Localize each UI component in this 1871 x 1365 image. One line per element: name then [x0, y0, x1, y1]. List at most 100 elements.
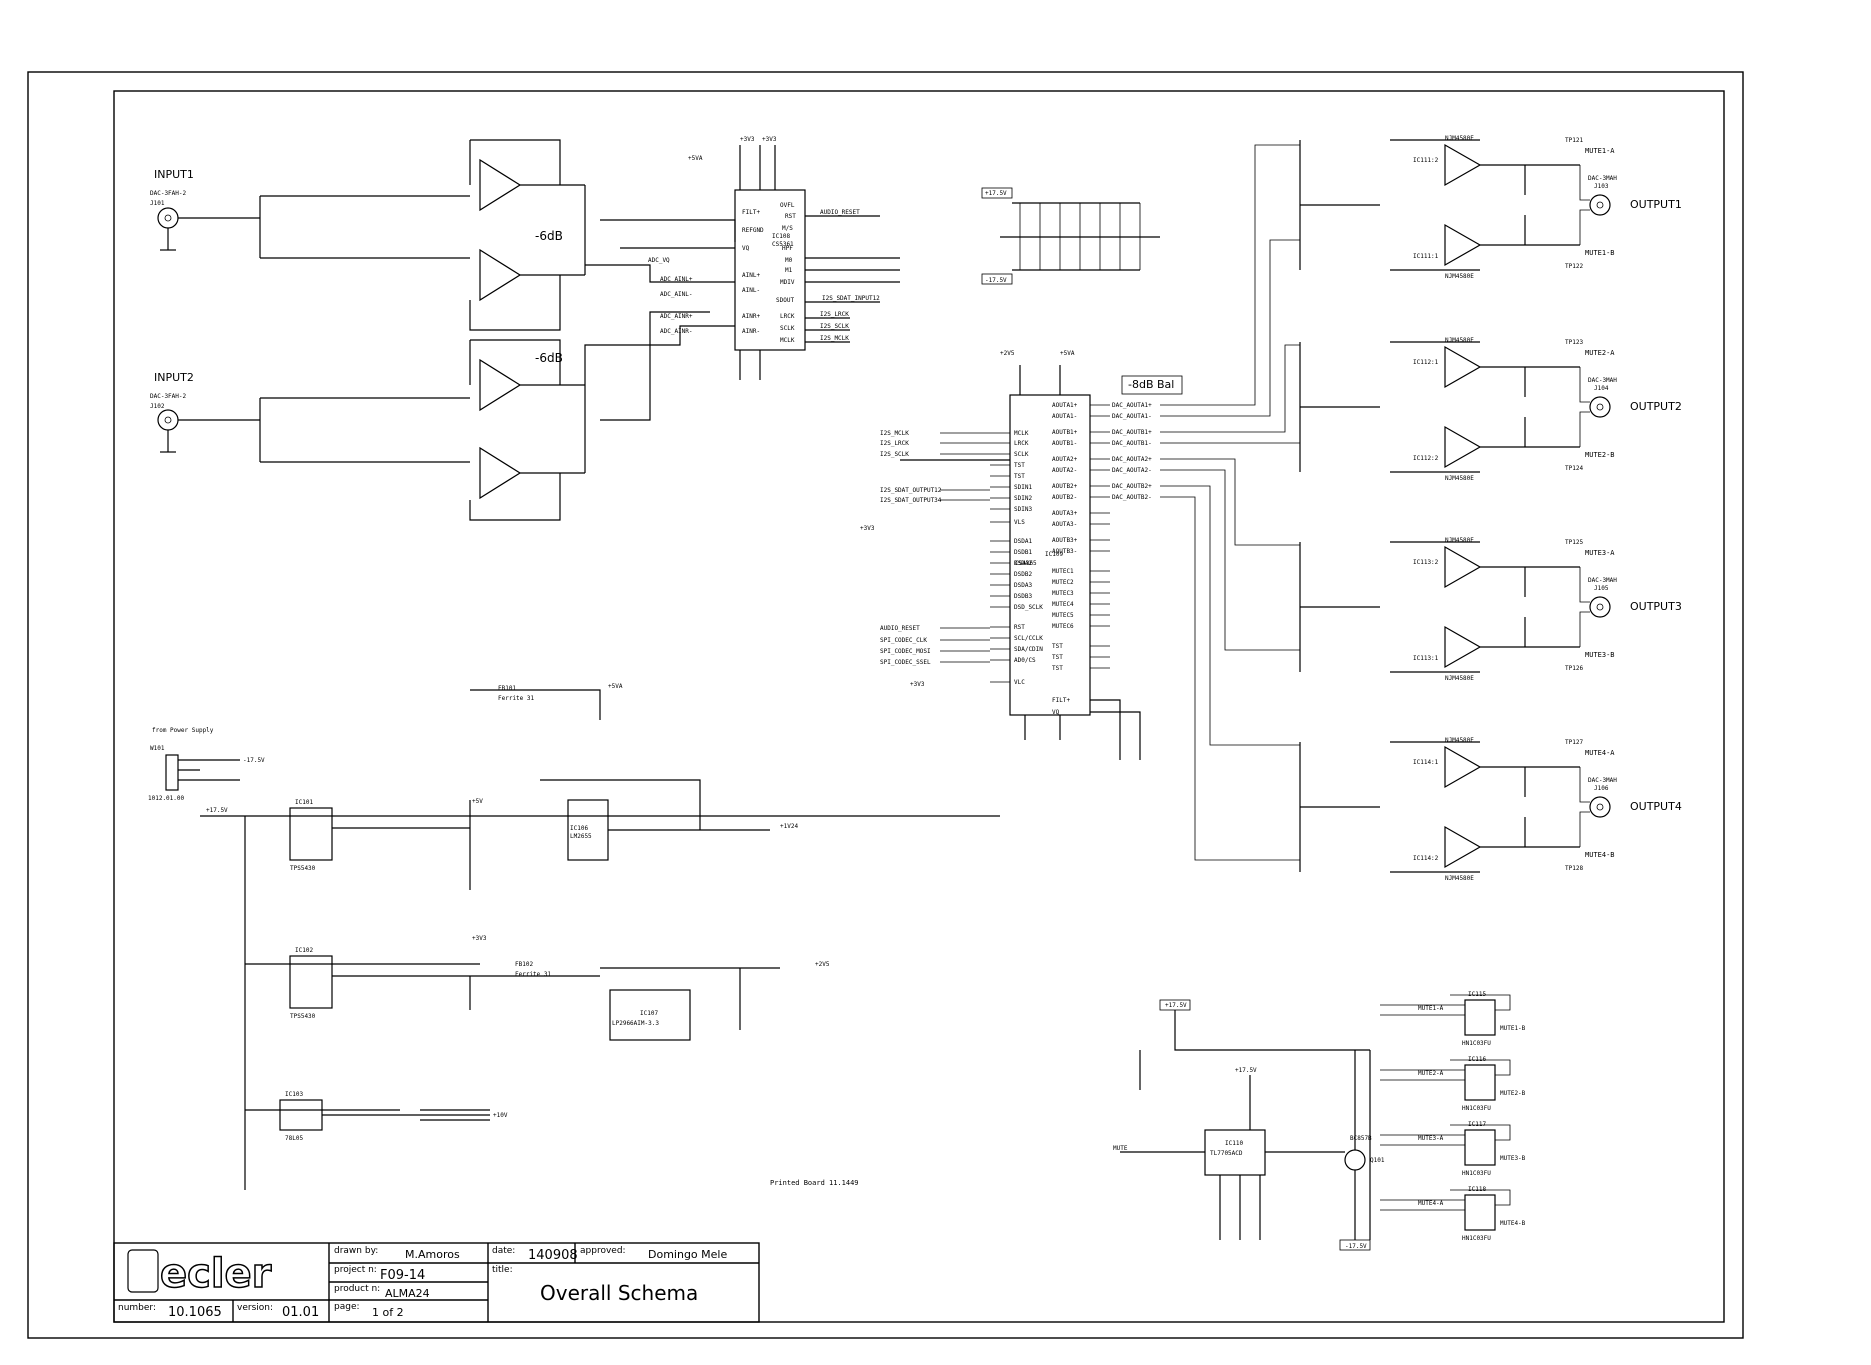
svg-text:IC103: IC103: [285, 1091, 303, 1098]
relay-body: [1464, 1194, 1496, 1231]
svg-text:M/S: M/S: [782, 225, 793, 232]
output-tp-b: TP122: [1565, 263, 1583, 270]
dac-right-pin: VQ: [1052, 709, 1060, 716]
opamp-b: [1444, 625, 1482, 669]
opamp-b: [1444, 425, 1482, 469]
opamp-a-ref: IC113:2: [1413, 559, 1439, 566]
output-xlr-symbol: [1589, 796, 1611, 818]
dac-left-net: I2S_SDAT_OUTPUT12: [880, 487, 942, 494]
svg-text:OVFL: OVFL: [780, 202, 795, 209]
rail-3v3: +3V3: [472, 935, 487, 942]
svg-text:LM2655: LM2655: [570, 833, 592, 840]
adc-ref: IC108: [772, 233, 790, 240]
output-conn-type: DAC-3MAH: [1588, 577, 1617, 584]
dac-right-pin: AOUTB3+: [1052, 537, 1078, 544]
dac-left-pin: DSDA1: [1014, 538, 1032, 545]
svg-text:REFGND: REFGND: [742, 227, 764, 234]
product: ALMA24: [385, 1287, 430, 1300]
svg-text:+3V3: +3V3: [860, 525, 875, 532]
dac-right-pin: AOUTA1+: [1052, 402, 1078, 409]
input2-conn-type: DAC-3FAH-2: [150, 393, 187, 400]
dac-left-pin: DSDB3: [1014, 593, 1032, 600]
decoupling-cap-bank: +17.5V -17.5V: [981, 187, 1160, 285]
output-stage-1: IC111:2IC111:1NJM4580ENJM4580EMUTE1-AMUT…: [1299, 135, 1682, 280]
input1-label: INPUT1: [154, 168, 194, 181]
svg-text:AINR-: AINR-: [742, 328, 760, 335]
dac-right-pin: MUTEC5: [1052, 612, 1074, 619]
adc-supply-2: +3V3: [762, 136, 777, 143]
svg-text:AINL+: AINL+: [742, 272, 760, 279]
svg-text:+17.5V: +17.5V: [985, 190, 1007, 197]
dac-left-pin: MCLK: [1014, 430, 1029, 437]
dac-left-pin: SCL/CCLK: [1014, 635, 1043, 642]
output-xlr-symbol: [1589, 194, 1611, 216]
opamp-b-ref: IC114:2: [1413, 855, 1439, 862]
dac-left-pin: SDA/CDIN: [1014, 646, 1043, 653]
output-conn-ref: J104: [1594, 385, 1609, 392]
page-label: page:: [334, 1302, 360, 1312]
adc-ic108: FILT+ REFGND VQ AINL+ AINL- AINR+ AINR- …: [688, 136, 900, 380]
opamp-b-part: NJM4580E: [1445, 675, 1474, 682]
relay-part: HN1C03FU: [1462, 1170, 1491, 1177]
svg-text:Q101: Q101: [1370, 1157, 1385, 1164]
mute-net: MUTE: [1113, 1145, 1128, 1152]
relay-mute-a: MUTE2-A: [1418, 1070, 1444, 1077]
relay-body: [1464, 1129, 1496, 1166]
dac-left-net: I2S_LRCK: [880, 440, 909, 447]
rail-pos: +17.5V: [206, 807, 228, 814]
power-connector-part: 1012.01.00: [148, 795, 185, 802]
net-i2s-sclk-adc: I2S_SCLK: [820, 323, 849, 330]
dac-right-net: DAC_AOUTA2+: [1112, 456, 1152, 463]
dac-left-pin: AD0/CS: [1014, 657, 1036, 664]
svg-text:BC857B: BC857B: [1350, 1135, 1372, 1142]
output-conn-ref: J103: [1594, 183, 1609, 190]
dac-left-net: AUDIO_RESET: [880, 625, 920, 632]
rail-neg: -17.5V: [243, 757, 265, 764]
opamp-b-part: NJM4580E: [1445, 273, 1474, 280]
svg-text:IC110: IC110: [1225, 1140, 1243, 1147]
svg-text:AINL-: AINL-: [742, 287, 760, 294]
svg-text:AINR+: AINR+: [742, 313, 760, 320]
bal-label: -8dB Bal: [1128, 378, 1174, 391]
relay-mute-a: MUTE3-A: [1418, 1135, 1444, 1142]
svg-text:VQ: VQ: [742, 245, 750, 252]
dac-right-pin: MUTEC4: [1052, 601, 1074, 608]
approved-label: approved:: [580, 1246, 626, 1256]
output-conn-type: DAC-3MAH: [1588, 377, 1617, 384]
svg-text:RST: RST: [785, 213, 796, 220]
svg-text:+2V5: +2V5: [1000, 350, 1015, 357]
dac-left-pin: TST: [1014, 462, 1025, 469]
opamp-a-part: NJM4580E: [1445, 737, 1474, 744]
dac-right-net: DAC_AOUTA2-: [1112, 467, 1152, 474]
dac-ic109: -8dB Bal IC109 CS4365 MCLKLRCKSCLKTSTTST…: [860, 144, 1301, 861]
output-mute-b: MUTE4-B: [1585, 851, 1615, 859]
dac-right-pin: AOUTB1+: [1052, 429, 1078, 436]
opamp-a: [1444, 745, 1482, 789]
opamp-b: [1444, 223, 1482, 267]
dac-left-net: I2S_MCLK: [880, 430, 909, 437]
output-stage-4: IC114:1IC114:2NJM4580ENJM4580EMUTE4-AMUT…: [1299, 737, 1682, 882]
svg-text:IC101: IC101: [295, 799, 313, 806]
rail-1v24: +1V24: [780, 823, 798, 830]
opamp-a-part: NJM4580E: [1445, 135, 1474, 142]
svg-text:M0: M0: [785, 257, 793, 264]
input1-conn-ref: J101: [150, 200, 165, 207]
dac-right-pin: AOUTB2-: [1052, 494, 1077, 501]
dac-left-pin: SDIN1: [1014, 484, 1032, 491]
dac-left-pin: DSD_SCLK: [1014, 604, 1043, 611]
adc-part: CS5361: [772, 241, 794, 248]
dac-left-net: I2S_SDAT_OUTPUT34: [880, 497, 942, 504]
version: 01.01: [282, 1305, 319, 1320]
net-i2s-lrck-adc: I2S_LRCK: [820, 311, 849, 318]
reg-ic102: [289, 955, 333, 1009]
drawn-by: M.Amoros: [405, 1248, 460, 1261]
inner-border: [113, 90, 1725, 1323]
svg-text:IC106: IC106: [570, 825, 588, 832]
dac-right-pin: AOUTA3-: [1052, 521, 1077, 528]
relay-part: HN1C03FU: [1462, 1105, 1491, 1112]
output-xlr-symbol: [1589, 396, 1611, 418]
reset-rail: +17.5V: [1165, 1002, 1187, 1009]
relay-mute-b: MUTE4-B: [1500, 1220, 1526, 1227]
svg-text:LP2966AIM-3.3: LP2966AIM-3.3: [612, 1020, 659, 1027]
